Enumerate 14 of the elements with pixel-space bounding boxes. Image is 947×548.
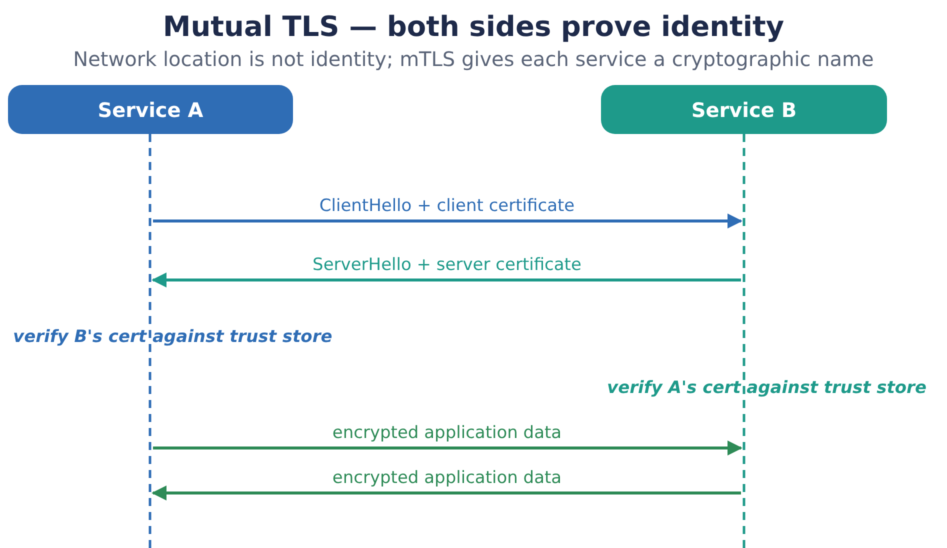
title: Mutual TLS — both sides prove identity — [162, 10, 786, 43]
arrow — [153, 214, 742, 228]
message-label: encrypted application data — [331, 423, 563, 443]
message-label: ServerHello + server certificate — [312, 255, 582, 275]
arrow — [152, 272, 741, 288]
participant-box: Service B — [601, 85, 887, 134]
participant-box: Service A — [8, 85, 293, 134]
arrow — [152, 486, 741, 500]
message-label: ClientHello + client certificate — [318, 196, 576, 216]
note-text: verify A's cert against trust store — [607, 378, 926, 398]
arrow — [153, 440, 742, 456]
note-text: verify B's cert against trust store — [13, 327, 332, 347]
message-label: encrypted application data — [331, 468, 563, 488]
subtitle: Network location is not identity; mTLS gives each service a cryptographic name — [72, 47, 875, 71]
